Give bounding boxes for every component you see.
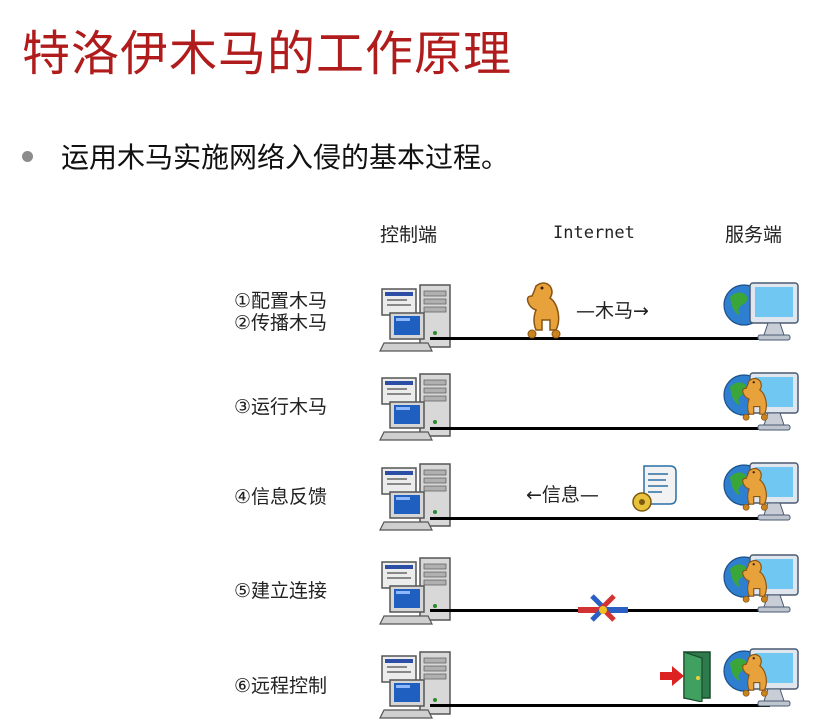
network-line-1 — [430, 337, 770, 340]
step-1-2-label: ①配置木马 ②传播木马 — [234, 290, 327, 334]
network-line-3 — [430, 517, 770, 520]
door-exit-icon — [660, 651, 711, 702]
desktop-computer-icon — [378, 372, 458, 444]
internet-header: Internet — [553, 223, 635, 243]
desktop-computer-icon — [378, 650, 458, 722]
network-line-2 — [430, 427, 770, 430]
info-arrow-label: ←信息— — [526, 484, 599, 506]
desktop-computer-icon — [378, 283, 458, 355]
network-line-5 — [430, 704, 770, 707]
cable-connector-icon — [578, 594, 628, 622]
server-header: 服务端 — [725, 224, 783, 246]
trojan-horse-icon — [520, 280, 570, 340]
step-feedback-label: ④信息反馈 — [234, 486, 328, 508]
bullet-dot — [22, 150, 33, 162]
desktop-computer-icon — [378, 556, 458, 628]
trojan-arrow-label: —木马→ — [576, 300, 649, 322]
trojan-horse-icon — [737, 651, 775, 699]
step-spread: ②传播木马 — [234, 312, 328, 334]
desktop-computer-icon — [378, 462, 458, 534]
bullet-item: 运用木马实施网络入侵的基本过程。 — [22, 136, 509, 176]
scroll-document-icon — [632, 465, 677, 512]
step-run-label: ③运行木马 — [234, 396, 328, 418]
trojan-horse-icon — [737, 375, 775, 423]
trojan-horse-icon — [737, 557, 775, 605]
client-header: 控制端 — [380, 224, 438, 246]
page-title: 特洛伊木马的工作原理 — [22, 26, 513, 82]
step-connect-label: ⑤建立连接 — [234, 580, 328, 602]
globe-monitor-icon — [720, 275, 802, 351]
bullet-text: 运用木马实施网络入侵的基本过程。 — [61, 141, 510, 174]
step-configure: ①配置木马 — [234, 290, 328, 312]
trojan-horse-icon — [737, 465, 775, 513]
step-control-label: ⑥远程控制 — [234, 675, 328, 697]
